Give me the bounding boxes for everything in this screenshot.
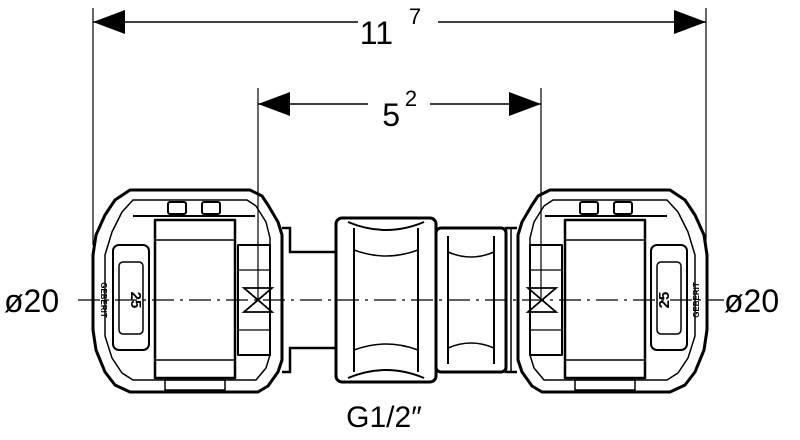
- right-coupling-outline: [516, 188, 709, 394]
- right-bottom-tab: [574, 379, 636, 391]
- inner-dimension-superscript: 2: [405, 86, 417, 111]
- left-window-inner: [118, 261, 144, 335]
- inner-arrow-left: [258, 92, 290, 116]
- left-hex-nut-upper-flat: [347, 221, 425, 231]
- overall-dimension-superscript: 7: [409, 4, 421, 29]
- inner-dimension: 5 2: [257, 86, 542, 300]
- right-top-clip-2: [579, 201, 599, 215]
- right-top-clip-1: [613, 201, 633, 215]
- left-coupling-outline: [91, 188, 284, 394]
- right-coupling: [516, 188, 709, 394]
- right-hex-nut-face-curve-bottom: [447, 342, 495, 349]
- right-diameter-label: ø20: [724, 283, 779, 319]
- left-hex-nut-face-curve-bottom: [353, 343, 419, 351]
- right-depth-mark: [525, 287, 559, 313]
- right-hex-nut-face-curve-top: [447, 251, 495, 258]
- overall-arrow-right: [674, 10, 706, 34]
- left-top-clip-1: [167, 201, 187, 215]
- left-release-sleeve: [153, 218, 237, 380]
- thread-size-label: G1/2″: [346, 401, 422, 434]
- left-window-frame: [112, 244, 150, 351]
- left-hex-nut-lower-flat: [347, 369, 425, 379]
- left-bottom-tab: [164, 379, 226, 391]
- left-coupling: [91, 188, 284, 394]
- left-depth-mark: [241, 287, 275, 313]
- overall-arrow-left: [93, 10, 125, 34]
- left-top-clip-2: [201, 201, 221, 215]
- right-window-frame: [650, 244, 688, 351]
- right-release-sleeve: [563, 218, 647, 380]
- right-brand-marking: GEBERIT: [692, 282, 701, 318]
- left-diameter-label: ø20: [4, 283, 59, 319]
- right-size-marking: 25: [656, 292, 673, 309]
- right-window-inner: [656, 261, 682, 335]
- inner-dimension-value: 5: [382, 97, 400, 133]
- overall-dimension-value: 11: [360, 15, 393, 51]
- inner-arrow-right: [509, 92, 541, 116]
- left-brand-marking: GEBERIT: [99, 282, 108, 318]
- left-hex-nut-face-curve-top: [353, 249, 419, 257]
- overall-dimension: 11 7: [92, 4, 707, 245]
